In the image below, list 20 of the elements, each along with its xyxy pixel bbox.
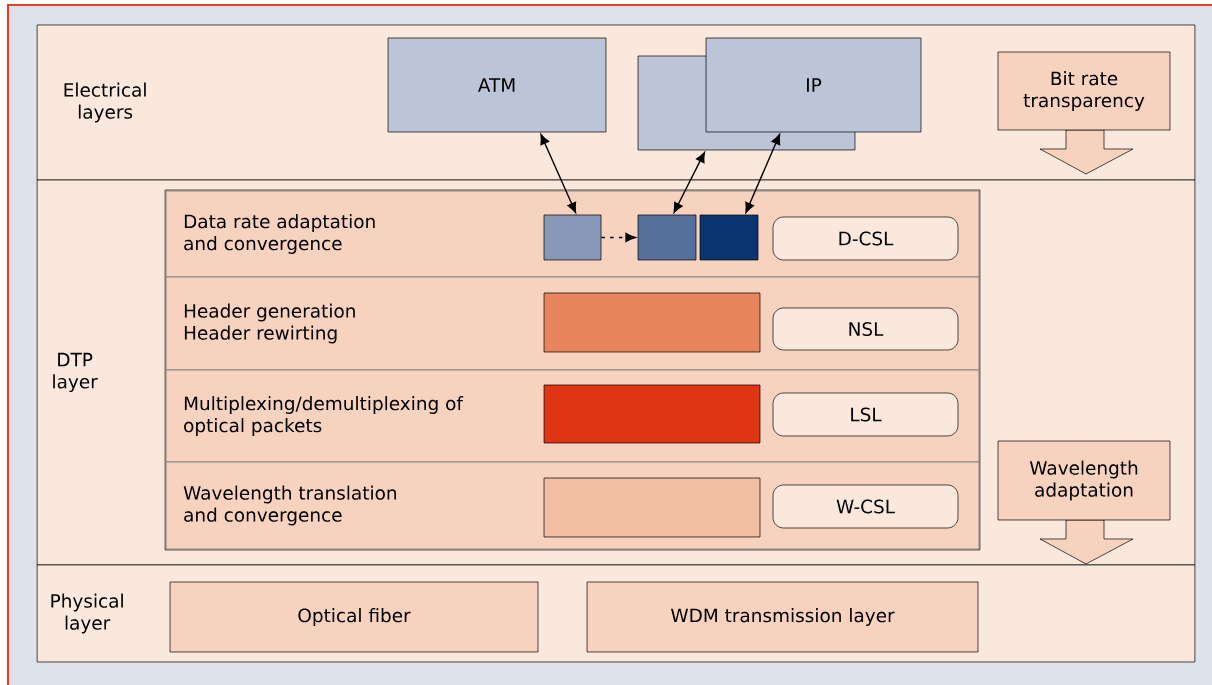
buffer-square (543, 214, 602, 261)
arrow (540, 133, 577, 213)
layer-box: WDM transmission layer (586, 581, 979, 653)
sublayer-label: NSL (772, 307, 959, 351)
arrow (745, 133, 781, 213)
sublayer-label: D-CSL (772, 216, 959, 261)
protocol-box: IP (705, 37, 922, 133)
function-bar (543, 292, 761, 353)
buffer-square (637, 214, 697, 261)
buffer-square (699, 214, 759, 261)
arrow-box: Bit rate transparency (997, 51, 1171, 175)
function-bar (543, 477, 761, 538)
sublayer-label: LSL (772, 392, 959, 437)
arrow-box: Wavelength adaptation (997, 440, 1171, 565)
arrow (600, 232, 636, 243)
arrow (673, 151, 706, 214)
sublayer-label: W-CSL (772, 484, 959, 529)
layer-box: Optical fiber (169, 581, 539, 653)
function-bar (543, 384, 761, 444)
protocol-box: ATM (387, 37, 607, 133)
